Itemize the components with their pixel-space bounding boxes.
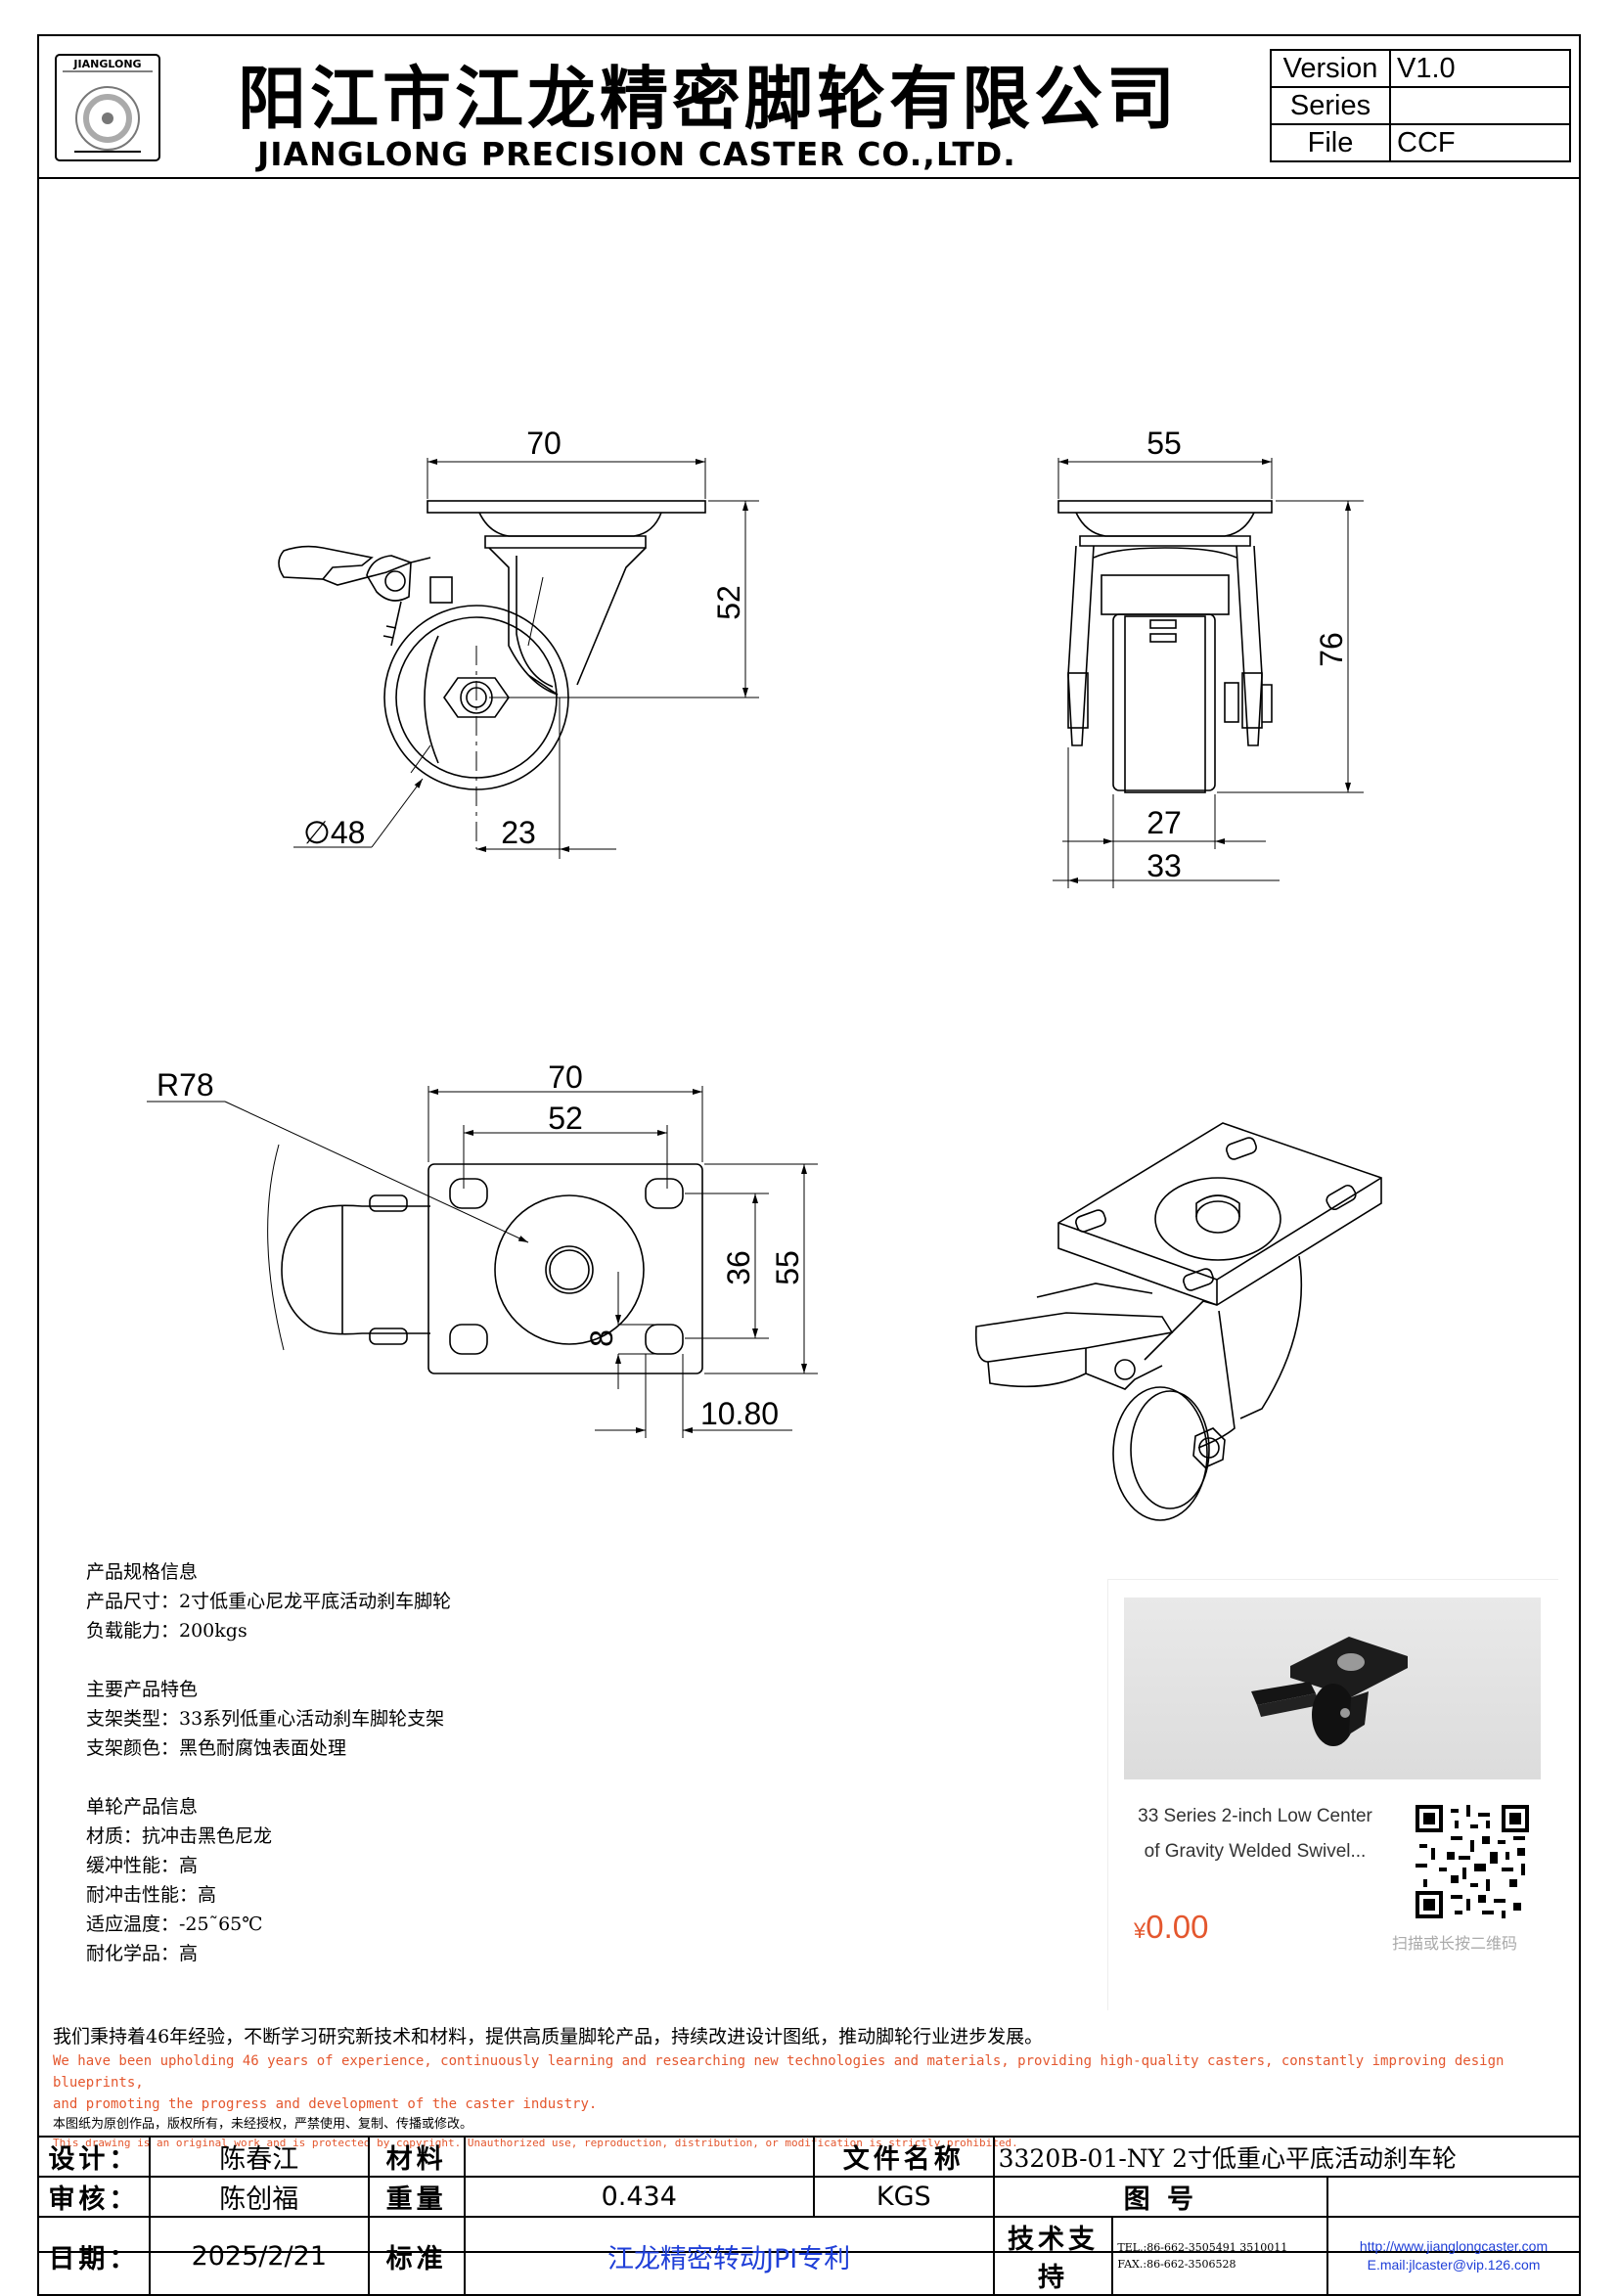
company-logo: JIANGLONG: [55, 54, 160, 161]
file-name-value: 3320B-01-NY 2寸低重心平底活动刹车轮: [992, 2136, 1582, 2178]
product-title-line: of Gravity Welded Swivel...: [1144, 1841, 1367, 1862]
price-value: 0.00: [1146, 1909, 1209, 1945]
weight-label: 重量: [367, 2176, 466, 2218]
spec-group-heading: 产品规格信息: [86, 1561, 199, 1583]
fax: FAX.:86-662-3506528: [1117, 2258, 1236, 2271]
dim-side-width: 70: [526, 426, 562, 461]
spec-line: 负载能力：200kgs: [86, 1620, 247, 1642]
email-link[interactable]: E.mail:jlcaster@vip.126.com: [1367, 2257, 1541, 2273]
technical-drawing: 70 52 ∅48 23 55 76 27 33 R78 70 52 36 55…: [147, 426, 1382, 1521]
designer-name: 陈春江: [148, 2136, 370, 2178]
spec-line: 适应温度：-25˜65℃: [86, 1913, 263, 1935]
file-name-label: 文件名称: [812, 2136, 995, 2178]
dim-wheel-width: 27: [1146, 805, 1182, 840]
date-label: 日期：: [37, 2216, 151, 2296]
product-image[interactable]: [1124, 1598, 1541, 1779]
qr-code[interactable]: [1416, 1805, 1529, 1918]
support-label: 技术支持: [992, 2216, 1114, 2296]
drawing-number-value: [1326, 2176, 1581, 2218]
standard-label: 标准: [367, 2216, 466, 2296]
product-title-line: 33 Series 2-inch Low Center: [1138, 1806, 1372, 1826]
date-value: 2025/2/21: [148, 2216, 370, 2296]
material-value: [463, 2136, 815, 2178]
weight-unit: KGS: [812, 2176, 995, 2218]
reviewer-name: 陈创福: [148, 2176, 370, 2218]
product-title[interactable]: 33 Series 2-inch Low Center of Gravity W…: [1128, 1799, 1382, 1869]
qr-caption: 扫描或长按二维码: [1392, 1934, 1518, 1953]
contact-web: http://www.jianglongcaster.com E.mail:jl…: [1326, 2216, 1581, 2296]
dim-fork-width: 33: [1146, 848, 1182, 883]
dim-hole-spacing-y: 36: [721, 1250, 756, 1285]
drawing-number-label: 图 号: [992, 2176, 1329, 2218]
dimension-labels: 70 52 ∅48 23 55 76 27 33 R78 70 52 36 55…: [157, 426, 1349, 1431]
front-view: [1053, 458, 1364, 888]
website-link[interactable]: http://www.jianglongcaster.com: [1359, 2238, 1549, 2254]
spec-line: 支架类型：33系列低重心活动刹车脚轮支架: [86, 1708, 445, 1730]
dim-front-height: 76: [1314, 632, 1349, 667]
file-key: File: [1270, 123, 1391, 162]
spec-group-heading: 主要产品特色: [86, 1679, 199, 1700]
standard-value: 江龙精密转动JPI专利: [463, 2216, 995, 2296]
spec-group-heading: 单轮产品信息: [86, 1796, 199, 1818]
dim-offset: 10.80: [700, 1396, 779, 1431]
product-price: ¥0.00: [1134, 1909, 1208, 1946]
dim-plate-width: 70: [548, 1059, 583, 1095]
review-label: 审核：: [37, 2176, 151, 2218]
company-name-en: JIANGLONG PRECISION CASTER CO.,LTD.: [257, 135, 1016, 173]
statement-cn: 我们秉持着46年经验，不断学习研究新技术和材料，提供高质量脚轮产品，持续改进设计…: [53, 2026, 1044, 2048]
dim-slot: 8: [584, 1329, 619, 1347]
side-view: [278, 458, 759, 859]
copyright-cn: 本图纸为原创作品，版权所有，未经授权，严禁使用、复制、传播或修改。: [53, 2117, 473, 2132]
dim-side-offset: 23: [501, 815, 536, 850]
header-divider: [37, 177, 1581, 179]
dim-wheel-diameter: ∅48: [303, 815, 365, 850]
footer-statement: 我们秉持着46年经验，不断学习研究新技术和材料，提供高质量脚轮产品，持续改进设计…: [53, 2023, 1579, 2152]
dim-front-width: 55: [1146, 426, 1182, 461]
file-value: CCF: [1389, 123, 1571, 162]
material-label: 材料: [367, 2136, 466, 2178]
logo-text: JIANGLONG: [72, 58, 141, 70]
product-specs: 产品规格信息 产品尺寸：2寸低重心尼龙平底活动刹车脚轮 负载能力：200kgs …: [86, 1557, 451, 1968]
product-card[interactable]: 33 Series 2-inch Low Center of Gravity W…: [1107, 1579, 1558, 2010]
series-key: Series: [1270, 86, 1391, 125]
contact-phone: TEL.:86-662-3505491 3510011 FAX.:86-662-…: [1111, 2216, 1329, 2296]
design-label: 设计：: [37, 2136, 151, 2178]
isometric-view: [974, 1122, 1382, 1521]
dim-hole-spacing-x: 52: [548, 1101, 583, 1136]
tel: TEL.:86-662-3505491 3510011: [1117, 2241, 1288, 2254]
statement-en-line1: We have been upholding 46 years of exper…: [53, 2053, 1505, 2091]
spec-line: 支架颜色：黑色耐腐蚀表面处理: [86, 1737, 347, 1759]
company-name-cn: 阳江市江龙精密脚轮有限公司: [238, 59, 1179, 139]
dim-side-height: 52: [711, 585, 746, 620]
title-block: 设计： 陈春江 材料 文件名称 3320B-01-NY 2寸低重心平底活动刹车轮…: [37, 2136, 1582, 2296]
top-view: [147, 1086, 818, 1438]
spec-line: 产品尺寸：2寸低重心尼龙平底活动刹车脚轮: [86, 1591, 452, 1612]
spec-line: 耐化学品：高: [86, 1943, 199, 1964]
spec-line: 材质：抗冲击黑色尼龙: [86, 1825, 273, 1847]
dim-plate-length: 55: [770, 1250, 805, 1285]
currency-symbol: ¥: [1134, 1918, 1146, 1943]
dim-radius: R78: [157, 1067, 214, 1103]
spec-line: 耐冲击性能：高: [86, 1884, 217, 1906]
weight-value: 0.434: [463, 2176, 815, 2218]
series-value: [1389, 86, 1571, 125]
statement-en-line2: and promoting the progress and developme…: [53, 2096, 598, 2112]
version-key: Version: [1270, 49, 1391, 88]
version-value: V1.0: [1389, 49, 1571, 88]
spec-line: 缓冲性能：高: [86, 1855, 199, 1876]
